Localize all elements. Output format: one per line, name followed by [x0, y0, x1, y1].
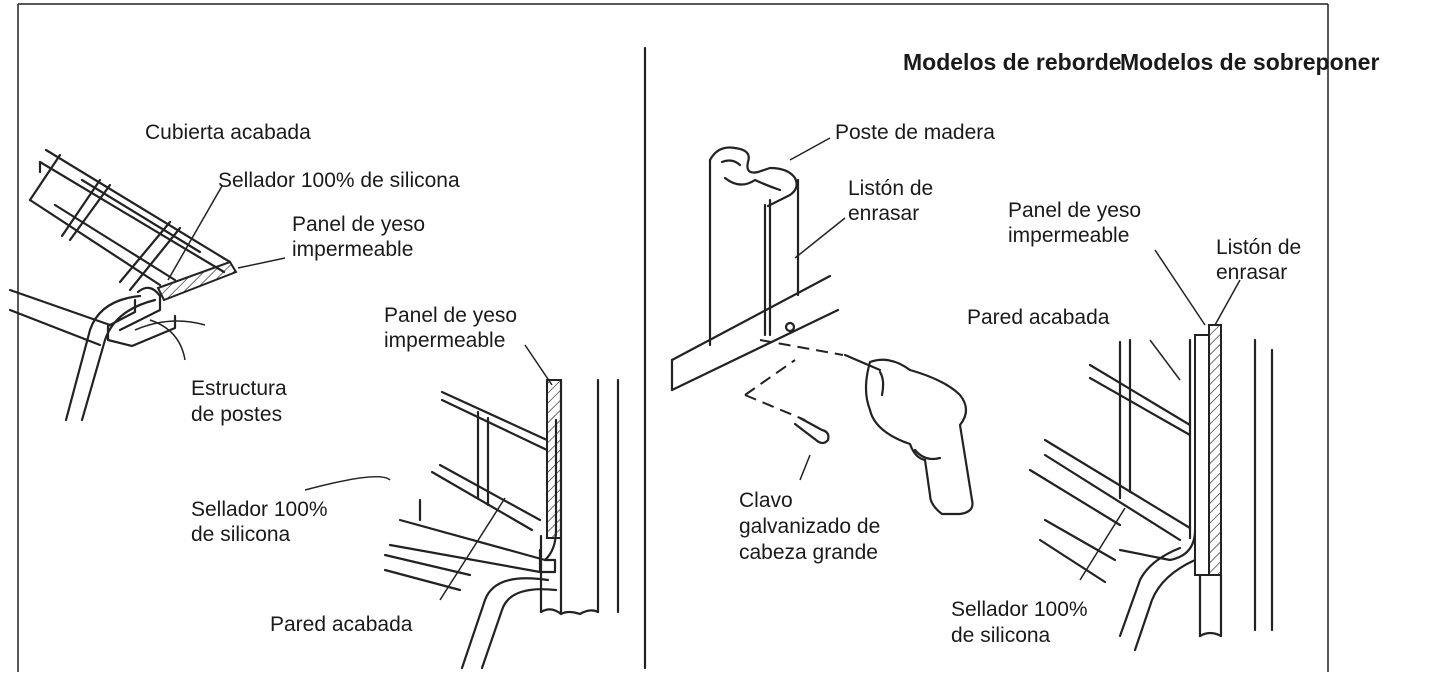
label-drywall-top-1: Panel de yeso [292, 213, 426, 236]
wall-flange-drawing [304, 344, 620, 670]
label-stud-2: de postes [191, 403, 283, 426]
label-furring-2a: Listón de [1216, 236, 1302, 259]
overlay-wall-drawing [1028, 249, 1274, 652]
label-silicone-top: Sellador 100% de silicona [218, 169, 460, 192]
deck-detail-drawing [8, 148, 286, 422]
label-furring-2b: enrasar [1216, 261, 1288, 284]
label-wood-stud: Poste de madera [835, 121, 995, 144]
label-drywall-overlay-1: Panel de yeso [1008, 199, 1142, 222]
header-overlay-models: Modelos de sobreponer [1120, 49, 1380, 75]
label-nail-1: Clavo [739, 489, 793, 512]
header-flange-models: Modelos de reborde [903, 49, 1122, 75]
label-finished-wall-right: Pared acabada [967, 306, 1110, 329]
label-stud-1: Estructura [191, 377, 287, 400]
label-silicone-overlay-2: de silicona [951, 624, 1051, 647]
label-drywall-top-2: impermeable [292, 238, 414, 261]
label-furring-1b: enrasar [848, 202, 920, 225]
label-drywall-right-2: impermeable [384, 329, 506, 352]
label-drywall-overlay-2: impermeable [1008, 224, 1130, 247]
label-furring-1a: Listón de [848, 177, 934, 200]
label-drywall-right-1: Panel de yeso [384, 304, 518, 327]
label-silicone-overlay-1: Sellador 100% [951, 598, 1088, 621]
label-finished-deck: Cubierta acabada [145, 121, 311, 144]
label-finished-wall-left: Pared acabada [270, 613, 413, 636]
stud-nailing-drawing [670, 137, 974, 516]
frame [17, 3, 1329, 672]
label-silicone-bottom-2: de silicona [191, 523, 291, 546]
label-nail-2: galvanizado de [739, 515, 881, 538]
label-nail-3: cabeza grande [739, 541, 878, 564]
label-silicone-bottom-1: Sellador 100% [191, 498, 328, 521]
